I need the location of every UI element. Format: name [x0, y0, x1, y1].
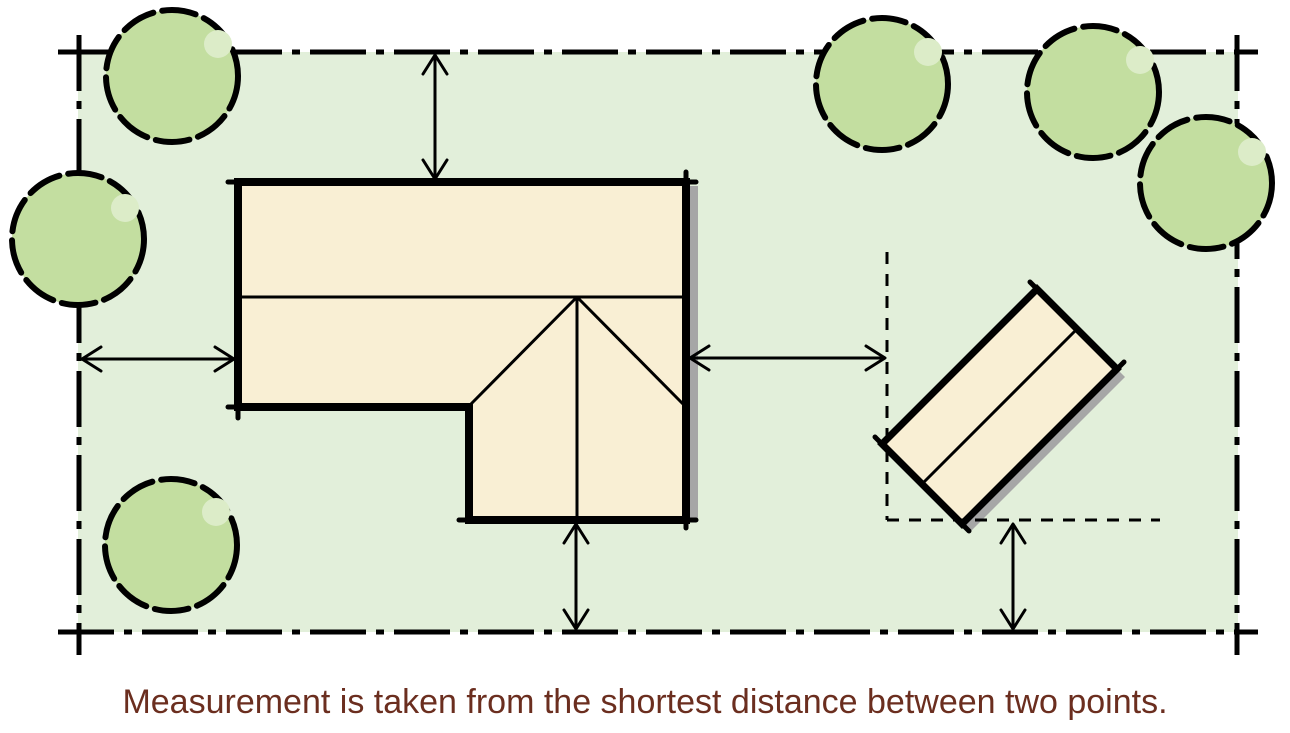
- caption: Measurement is taken from the shortest d…: [122, 683, 1168, 721]
- tree: [103, 7, 241, 145]
- tree: [813, 15, 951, 153]
- house: [225, 169, 699, 531]
- house-roof-lines: [238, 295, 688, 520]
- shed-ridge: [920, 327, 1079, 486]
- house-corner-ticks: [225, 169, 699, 531]
- trees: [9, 7, 1275, 614]
- dimension-arrows: [80, 53, 1027, 631]
- shed-extension-lines: [885, 252, 1160, 522]
- tree: [9, 170, 147, 308]
- tree: [1137, 114, 1275, 252]
- tree: [102, 476, 240, 614]
- shed-shadow: [962, 369, 1125, 532]
- tree: [1024, 23, 1162, 161]
- site-plan-diagram: [9, 7, 1275, 655]
